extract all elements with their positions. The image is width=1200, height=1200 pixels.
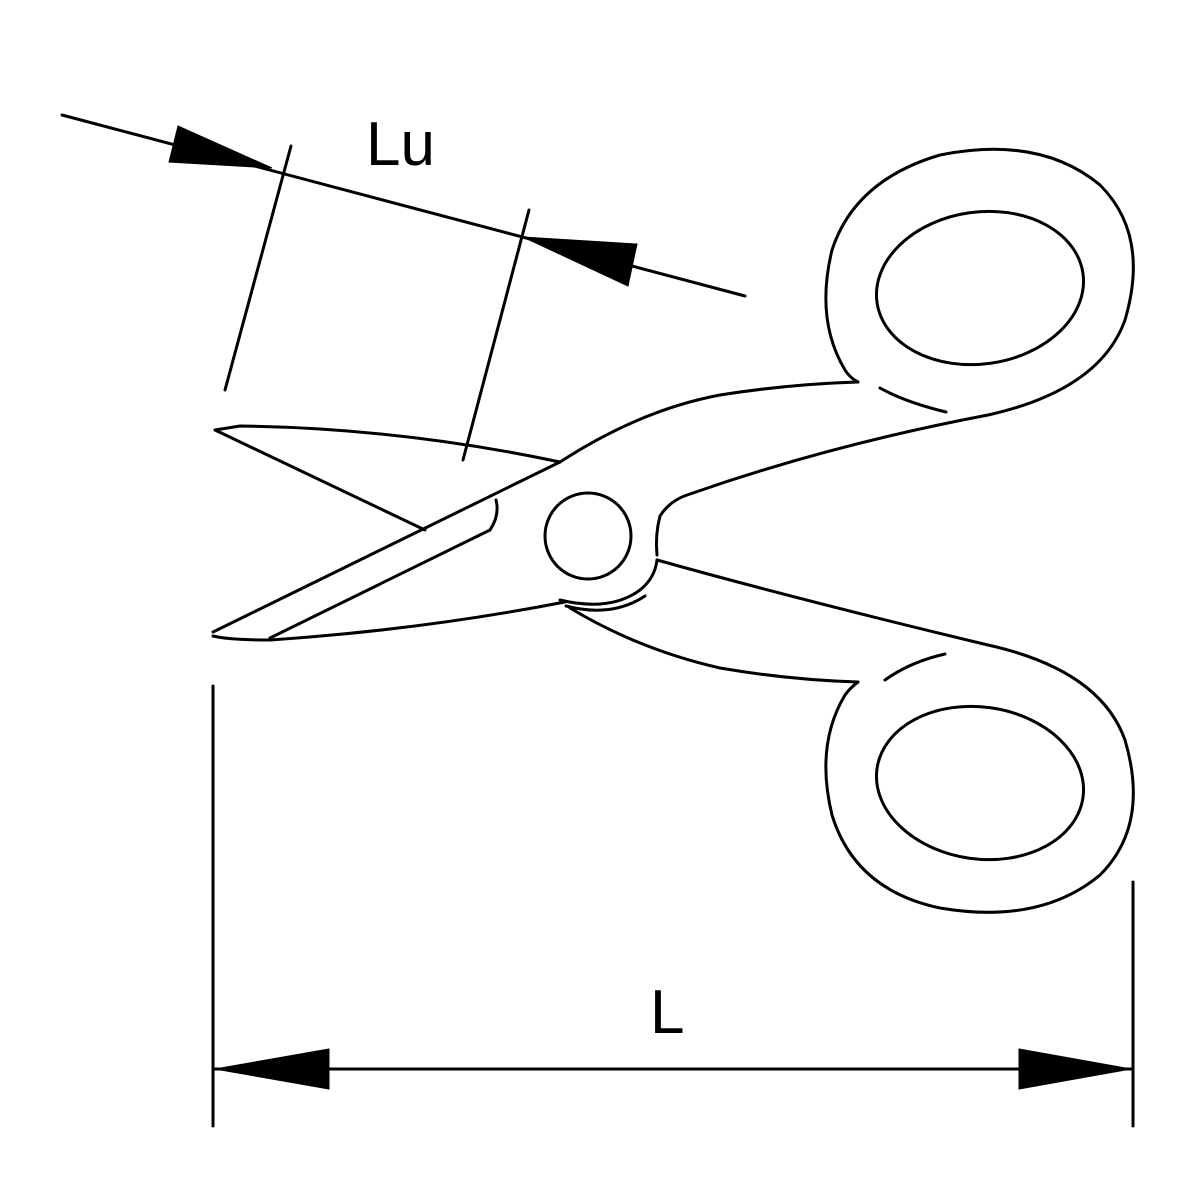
- pivot-hub-shadow: [564, 594, 647, 612]
- pivot-screw: [543, 491, 633, 581]
- upper-arm-bottom: [658, 413, 990, 518]
- blade-dimension-arrow-left: [168, 125, 273, 169]
- lower-blade-bevel: [268, 528, 492, 640]
- overall-length-dimension: L: [211, 684, 1135, 1128]
- overall-dimension-arrow-left: [214, 1048, 330, 1090]
- bottom-ring-outer: [824, 643, 1135, 914]
- blade-dimension-arrow-right: [522, 236, 638, 287]
- lower-blade-edge: [211, 460, 562, 634]
- blade-length-label: Lu: [366, 110, 435, 179]
- pivot-hub-outline: [558, 558, 659, 606]
- bottom-ring-highlight: [883, 652, 947, 682]
- lower-arm-top: [655, 558, 990, 647]
- bottom-ring-inner: [874, 704, 1086, 862]
- lower-blade-outline: [211, 600, 567, 642]
- top-ring-outer: [824, 147, 1135, 417]
- upper-arm-top: [558, 380, 860, 464]
- blade-extension-line-left: [223, 144, 293, 392]
- blade-extension-line-right: [461, 208, 531, 462]
- overall-length-label: L: [650, 978, 684, 1047]
- top-ring-highlight: [878, 386, 948, 414]
- upper-arm-neck: [654, 514, 662, 557]
- lower-blade-heel: [488, 498, 499, 532]
- overall-dimension-arrow-right: [1018, 1048, 1132, 1090]
- blade-length-dimension: Lu: [60, 110, 747, 462]
- top-ring-inner: [874, 209, 1086, 367]
- upper-blade-edge: [213, 428, 427, 532]
- upper-blade-outline: [213, 424, 562, 464]
- scissors: [211, 147, 1135, 914]
- lower-arm-bottom: [568, 606, 860, 684]
